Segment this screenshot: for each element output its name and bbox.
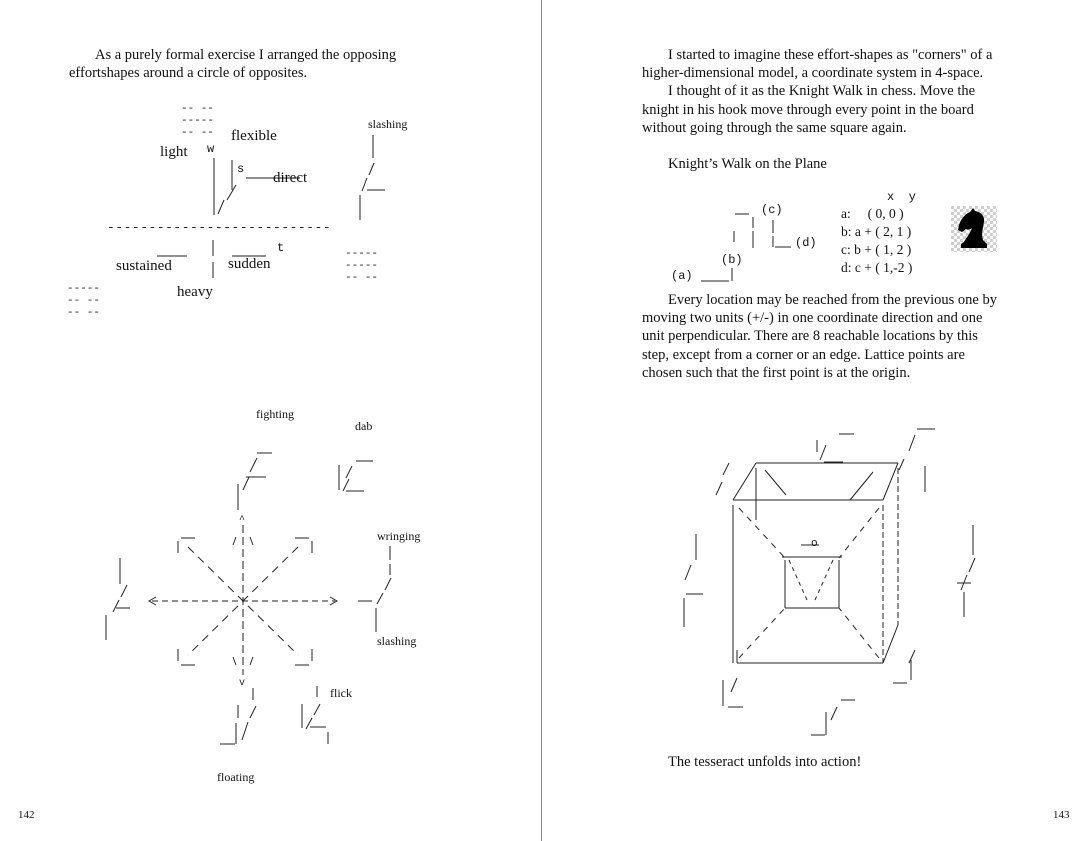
right-body-line-2: moving two units (+/-) in one coordinate… (642, 310, 983, 327)
left-intro-paragraph: As a purely formal exercise I arranged t… (69, 46, 489, 82)
label-t: t (277, 241, 285, 255)
ascii-dashes-left: ----- -- -- -- -- (67, 283, 101, 319)
label-flick: flick (330, 686, 352, 700)
page-number-left: 142 (18, 809, 35, 821)
knight-label-b: (b) (721, 253, 743, 267)
label-floating: floating (217, 770, 255, 784)
tesseract-strokes (683, 428, 976, 736)
label-slashing-bottom: slashing (377, 634, 417, 648)
coord-row-b: b: a + ( 2, 1 ) (841, 224, 912, 239)
knight-path-strokes (701, 213, 791, 282)
svg-text:v: v (239, 678, 245, 689)
label-flexible: flexible (231, 128, 277, 144)
section-title: Knight’s Walk on the Plane (668, 156, 827, 172)
right-body-line-1: Every location may be reached from the p… (668, 292, 997, 308)
page-number-right: 143 (1053, 809, 1070, 821)
right-intro-line-1: I started to imagine these effort-shapes… (668, 47, 993, 63)
svg-text:^: ^ (239, 515, 245, 526)
label-direct: direct (273, 170, 308, 186)
knight-label-c: (c) (761, 203, 783, 217)
ascii-dashes-right: ----- ----- -- -- (345, 248, 379, 284)
right-page: I started to imagine these effort-shapes… (543, 0, 1089, 841)
coord-row-d: d: c + ( 1,-2 ) (841, 260, 913, 275)
tesseract-caption: The tesseract unfolds into action! (668, 754, 862, 770)
knight-label-a: (a) (671, 269, 693, 283)
right-intro-line-3: I thought of it as the Knight Walk in ch… (668, 83, 976, 100)
coord-row-a: a: ( 0, 0 ) (841, 206, 904, 221)
label-heavy: heavy (177, 284, 213, 300)
left-intro-line-1: As a purely formal exercise I arranged t… (95, 47, 397, 63)
right-intro-paragraph: I started to imagine these effort-shapes… (642, 46, 1072, 137)
tesseract-vertex-label: o (811, 538, 818, 550)
label-fighting: fighting (256, 407, 294, 421)
right-body-paragraph: Every location may be reached from the p… (642, 291, 1072, 382)
right-body-line-3: unit perpendicular. There are 8 reachabl… (642, 328, 978, 345)
chess-knight-icon (951, 206, 997, 252)
right-intro-line-5: without going through the same square ag… (642, 119, 907, 136)
label-slashing-top: slashing (368, 117, 408, 131)
star-diagram-strokes: ^ v (105, 452, 392, 745)
effort-diagram-strokes (157, 135, 385, 278)
book-gutter (541, 0, 542, 841)
right-intro-line-4: knight in his hook move through every po… (642, 101, 974, 118)
label-wringing: wringing (377, 529, 421, 543)
coord-row-c: c: b + ( 1, 2 ) (841, 242, 912, 257)
right-body-line-5: chosen such that the first point is at t… (642, 364, 911, 381)
ascii-dashes-top: -- -- ----- -- -- (181, 103, 215, 139)
right-intro-line-2: higher-dimensional model, a coordinate s… (642, 65, 984, 82)
label-w: w (207, 142, 215, 156)
ascii-main-axis: --------------------------- (107, 220, 332, 235)
label-sudden: sudden (228, 256, 271, 272)
label-light: light (160, 144, 188, 160)
knight-label-d: (d) (795, 236, 817, 250)
label-dab: dab (355, 419, 373, 433)
label-sustained: sustained (116, 258, 172, 274)
left-page: As a purely formal exercise I arranged t… (0, 0, 541, 841)
label-s: s (237, 162, 245, 176)
coord-header: x y (887, 190, 916, 204)
right-body-line-4: step, except from a corner or an edge. L… (642, 346, 965, 363)
left-intro-line-2: effortshapes around a circle of opposite… (69, 65, 308, 82)
